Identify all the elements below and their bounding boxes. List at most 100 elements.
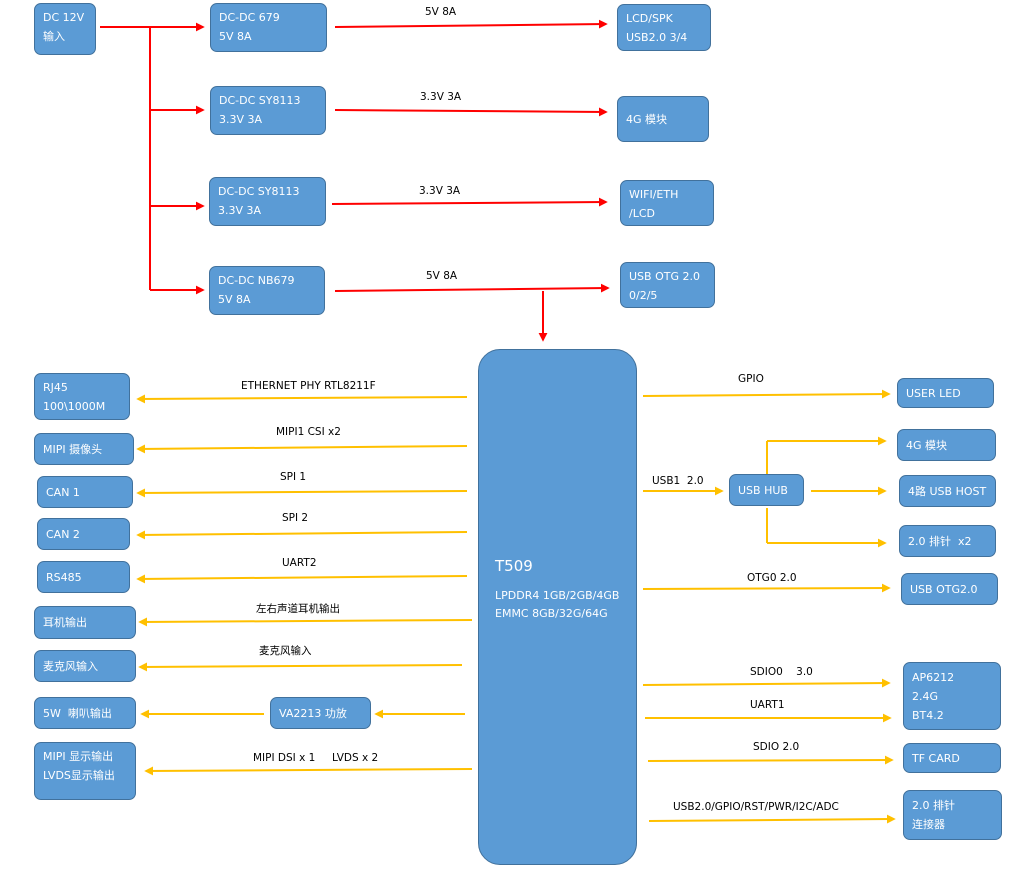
t509-soc-block: T509 LPDDR4 1GB/2GB/4GB EMMC 8GB/32G/64G	[478, 349, 637, 865]
left-link-label-9: MIPI DSI x 1 LVDS x 2	[253, 752, 379, 764]
left-link-label-1: ETHERNET PHY RTL8211F	[241, 380, 376, 392]
box-line1: 2.0 排针	[912, 799, 955, 812]
dcdc-block-1: DC-DC 679 5V 8A	[210, 3, 327, 52]
dcdc-line1: DC-DC 679	[219, 11, 280, 24]
box-line1: TF CARD	[912, 751, 960, 765]
speaker-out-block: 5W 喇叭输出	[34, 697, 136, 729]
box-line1: MIPI 摄像头	[43, 442, 103, 456]
power-load-wifi-eth: WIFI/ETH /LCD	[620, 180, 714, 226]
right-arrow-gpio	[642, 389, 891, 399]
right-link-label-usb1: USB1 2.0	[652, 475, 704, 487]
left-arrow-2	[136, 444, 468, 454]
load-line1: USB OTG 2.0	[629, 270, 700, 283]
dcdc-line2: 5V 8A	[218, 293, 251, 306]
left-arrow-6	[138, 617, 473, 627]
box-line2: 连接器	[912, 818, 945, 831]
left-link-label-6: 左右声道耳机输出	[256, 603, 340, 615]
can1-block: CAN 1	[37, 476, 133, 508]
dcdc-line2: 5V 8A	[219, 30, 252, 43]
user-led-block: USER LED	[897, 378, 994, 408]
dcdc-line1: DC-DC SY8113	[219, 94, 301, 107]
power-rail-label-3: 3.3V 3A	[419, 185, 461, 197]
right-arrow-header	[648, 814, 896, 824]
left-arrow-1	[136, 394, 468, 404]
box-line1: USB HUB	[738, 483, 788, 497]
right-arrow-sdio2	[647, 755, 894, 765]
load-line2: 0/2/5	[629, 289, 658, 302]
box-line1: RS485	[46, 570, 82, 584]
load-line1: LCD/SPK	[626, 12, 673, 25]
soc-storage: EMMC 8GB/32G/64G	[495, 607, 608, 620]
hub-usb-host-block: 4路 USB HOST	[899, 475, 996, 507]
rs485-block: RS485	[37, 561, 130, 593]
load-line1: WIFI/ETH	[629, 188, 679, 201]
mipi-camera-block: MIPI 摄像头	[34, 433, 134, 465]
box-line1: CAN 1	[46, 485, 80, 499]
ap6212-wifi-bt-block: AP6212 2.4G BT4.2	[903, 662, 1001, 730]
box-line1: USER LED	[906, 386, 961, 400]
hub-header-block: 2.0 排针 x2	[899, 525, 996, 557]
left-arrow-3	[136, 488, 468, 498]
box-line3: BT4.2	[912, 708, 944, 722]
right-link-label-header: USB2.0/GPIO/RST/PWR/I2C/ADC	[673, 801, 839, 813]
power-rail-label-4: 5V 8A	[426, 270, 458, 282]
amplifier-block: VA2213 功放	[270, 697, 371, 729]
dcdc-block-4: DC-DC NB679 5V 8A	[209, 266, 325, 315]
power-rail-arrow-1	[334, 19, 608, 29]
right-link-label-uart1: UART1	[750, 699, 785, 711]
left-link-label-5: UART2	[282, 557, 317, 569]
left-arrow-9	[144, 766, 473, 776]
left-link-label-2: MIPI1 CSI x2	[276, 426, 341, 438]
input-line2: 输入	[43, 30, 65, 43]
hub-output-line: 4G 模块	[906, 438, 948, 452]
left-link-label-4: SPI 2	[282, 512, 309, 524]
rj45-block: RJ45 100\1000M	[34, 373, 130, 420]
power-load-4g-module: 4G 模块	[617, 96, 709, 142]
left-link-label-3: SPI 1	[280, 471, 307, 483]
pin-header-connector-block: 2.0 排针 连接器	[903, 790, 1002, 840]
left-arrow-5	[136, 574, 468, 584]
usb-hub-block: USB HUB	[729, 474, 804, 506]
hub-output-line: 4路 USB HOST	[908, 484, 987, 498]
box-line1: CAN 2	[46, 527, 80, 541]
soc-name: T509	[495, 557, 533, 575]
power-rail-arrow-3	[331, 197, 608, 207]
box-line1: 5W 喇叭输出	[43, 706, 112, 720]
box-line1: AP6212	[912, 670, 955, 684]
dcdc-line1: DC-DC SY8113	[218, 185, 300, 198]
dcdc-line1: DC-DC NB679	[218, 274, 295, 287]
load-line2: /LCD	[629, 207, 655, 220]
dcdc-line2: 3.3V 3A	[219, 113, 263, 126]
load-line1: 4G 模块	[626, 112, 668, 126]
tf-card-block: TF CARD	[903, 743, 1001, 773]
box-line1: USB OTG2.0	[910, 582, 978, 596]
power-rail-label-1: 5V 8A	[425, 6, 457, 18]
box-line2: 100\1000M	[43, 400, 106, 413]
power-rail-label-2: 3.3V 3A	[420, 91, 462, 103]
box-line2: 2.4G	[912, 689, 939, 703]
right-link-label-gpio: GPIO	[738, 373, 764, 385]
box-line2: LVDS显示输出	[43, 769, 115, 782]
dcdc-block-3: DC-DC SY8113 3.3V 3A	[209, 177, 326, 226]
left-link-label-7: 麦克风输入	[259, 645, 312, 657]
power-rail-arrow-2	[334, 107, 608, 117]
hub-output-line: 2.0 排针 x2	[908, 534, 972, 548]
dc-12v-input-block: DC 12V 输入	[34, 3, 96, 55]
right-arrow-sdio0	[642, 678, 891, 688]
usb-otg2-block: USB OTG2.0	[901, 573, 998, 605]
dcdc-line2: 3.3V 3A	[218, 204, 262, 217]
right-link-label-sdio0: SDIO0 3.0	[750, 666, 813, 678]
display-out-block: MIPI 显示输出 LVDS显示输出	[34, 742, 136, 800]
box-line1: MIPI 显示输出	[43, 750, 114, 763]
right-link-label-sdio2: SDIO 2.0	[753, 741, 800, 753]
box-line1: 耳机输出	[43, 616, 87, 629]
power-load-lcd-spk: LCD/SPK USB2.0 3/4	[617, 4, 711, 51]
input-line1: DC 12V	[43, 11, 85, 24]
load-line2: USB2.0 3/4	[626, 31, 688, 44]
power-rail-arrow-4	[334, 283, 610, 293]
left-arrow-4	[136, 530, 468, 540]
power-load-usb-otg: USB OTG 2.0 0/2/5	[620, 262, 715, 308]
box-line1: RJ45	[43, 381, 68, 394]
